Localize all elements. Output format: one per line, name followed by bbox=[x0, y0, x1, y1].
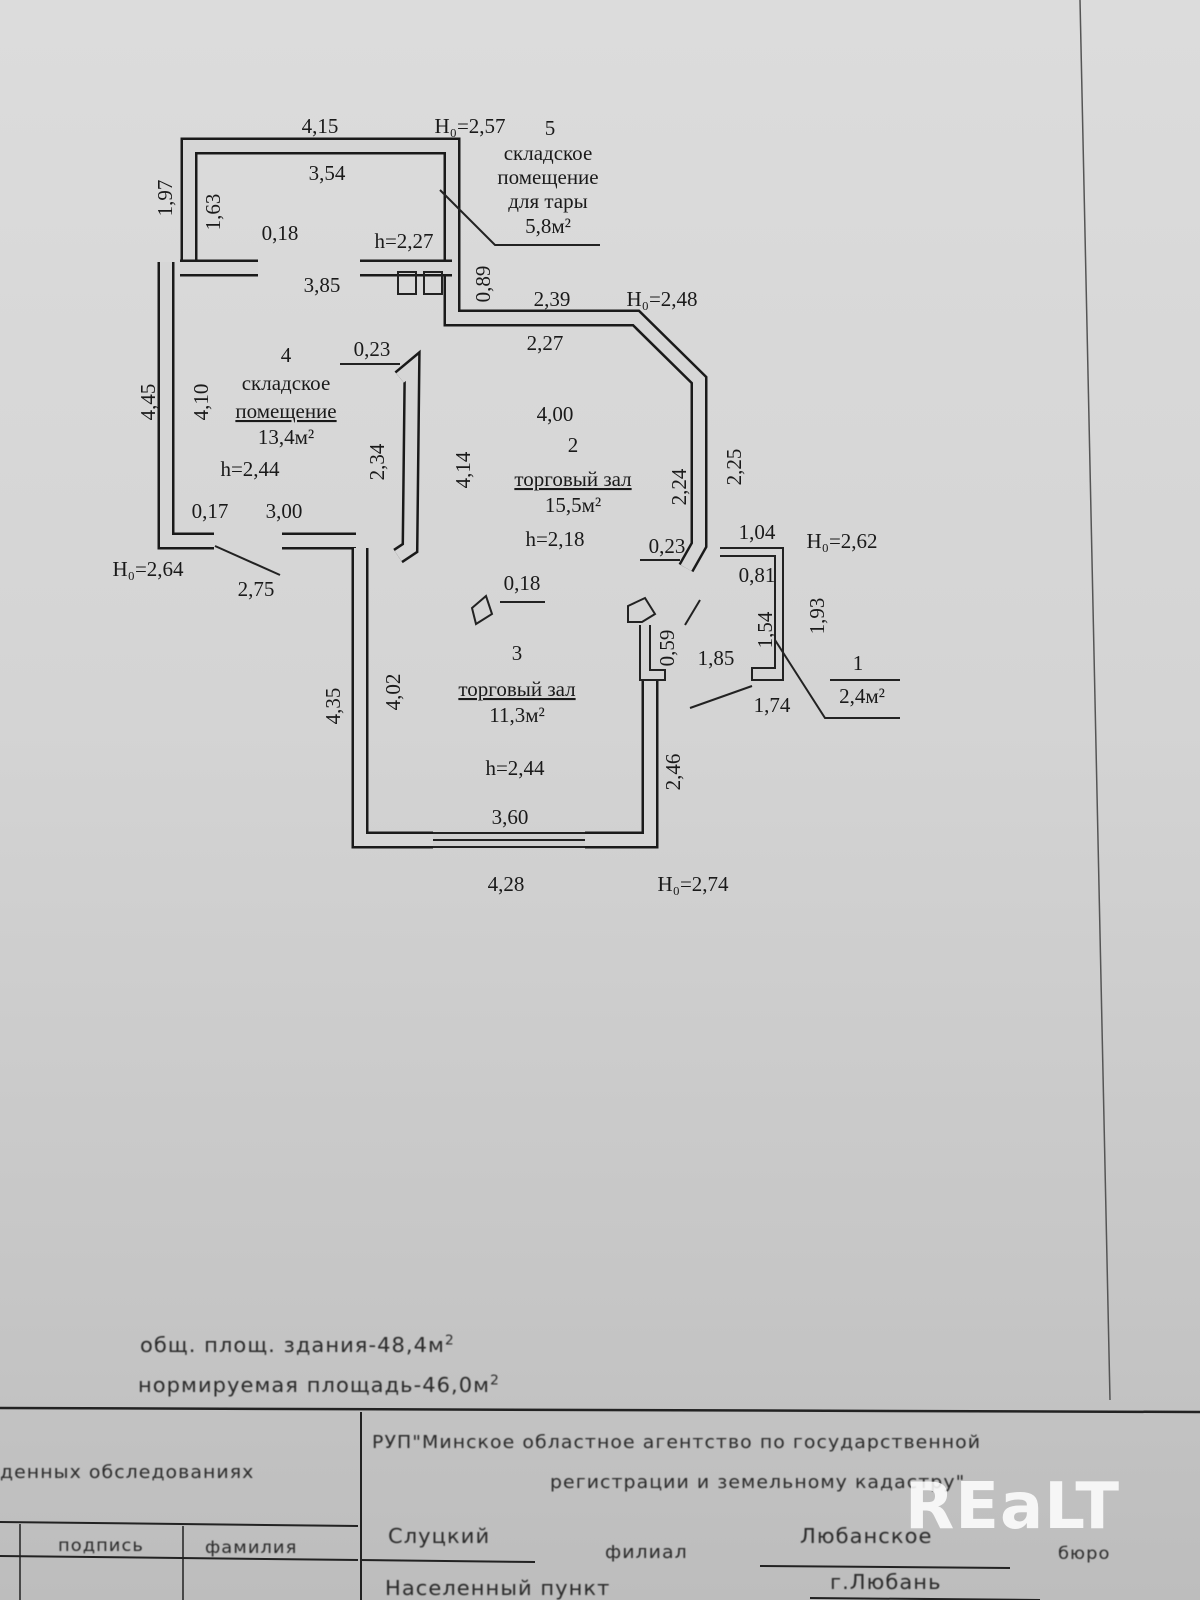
total-area: общ. площ. здания-48,4м2 bbox=[140, 1333, 455, 1357]
dim: 2,46 bbox=[661, 754, 685, 791]
dim: 4,45 bbox=[136, 384, 160, 421]
dim: 1,54 bbox=[753, 611, 777, 648]
bureau-value: Любанское bbox=[800, 1524, 933, 1548]
dim: 3,00 bbox=[266, 499, 303, 523]
room4-name: помещение bbox=[235, 399, 336, 423]
page-edge bbox=[1079, 0, 1111, 1401]
dim: 4,14 bbox=[451, 451, 475, 488]
dim: 0,81 bbox=[739, 563, 776, 587]
dim: 0,18 bbox=[262, 221, 299, 245]
dim: 4,02 bbox=[381, 674, 405, 711]
dim: H₀=2,48 bbox=[626, 287, 697, 311]
realt-watermark: REaLT bbox=[905, 1470, 1121, 1544]
leader-lines bbox=[214, 189, 900, 719]
room5-name: для тары bbox=[508, 189, 587, 213]
settlement-label: Населенный пункт bbox=[385, 1576, 611, 1600]
dim: 0,23 bbox=[649, 534, 686, 558]
dim: H₀=2,74 bbox=[657, 872, 729, 896]
dim: 3,60 bbox=[492, 805, 529, 829]
dim: 1,85 bbox=[698, 646, 735, 670]
room1-area: 2,4м² bbox=[839, 684, 885, 708]
dim: 0,89 bbox=[471, 266, 495, 303]
dim: 4,15 bbox=[302, 114, 339, 138]
title-left-header: денных обследованиях bbox=[0, 1462, 255, 1483]
dim: 4,28 bbox=[488, 872, 525, 896]
col-surname: фамилия bbox=[205, 1538, 298, 1558]
room2-number: 2 bbox=[568, 433, 579, 457]
dim: 1,63 bbox=[201, 194, 225, 231]
room5-name: помещение bbox=[497, 165, 598, 189]
dim: 1,93 bbox=[805, 598, 829, 635]
room5-name: складское bbox=[504, 141, 593, 165]
dim: 2,39 bbox=[534, 287, 571, 311]
org-line-2: регистрации и земельному кадастру" bbox=[550, 1472, 966, 1493]
room1-number: 1 bbox=[853, 651, 864, 675]
labels: 5 складское помещение для тары 5,8м² h=2… bbox=[112, 114, 884, 896]
room5-area: 5,8м² bbox=[525, 214, 571, 238]
branch-value: Слуцкий bbox=[388, 1524, 491, 1548]
dim: 0,18 bbox=[504, 571, 541, 595]
dim: 1,74 bbox=[754, 693, 791, 717]
room5-number: 5 bbox=[545, 116, 556, 140]
room4-name: складское bbox=[242, 371, 331, 395]
dim: 2,34 bbox=[365, 443, 389, 480]
dim: 2,75 bbox=[238, 577, 275, 601]
room2-height: h=2,18 bbox=[525, 527, 584, 551]
dimensions: 4,15 H₀=2,57 3,54 1,97 1,63 0,18 3,85 0,… bbox=[112, 114, 877, 896]
settlement-value: г.Любань bbox=[830, 1570, 942, 1594]
sink-icon bbox=[397, 271, 417, 295]
room5-height: h=2,27 bbox=[374, 229, 433, 253]
dim: 0,17 bbox=[192, 499, 229, 523]
dim: 2,24 bbox=[667, 468, 691, 505]
dim: 2,27 bbox=[527, 331, 564, 355]
room4-area: 13,4м² bbox=[258, 425, 314, 449]
dim: 2,25 bbox=[722, 449, 746, 486]
dim: 4,00 bbox=[537, 402, 574, 426]
room4-height: h=2,44 bbox=[220, 457, 280, 481]
room2-name: торговый зал bbox=[514, 467, 631, 491]
room3-height: h=2,44 bbox=[485, 756, 545, 780]
org-line-1: РУП"Минское областное агентство по госуд… bbox=[372, 1432, 982, 1453]
room4-number: 4 bbox=[281, 343, 292, 367]
sink-icon bbox=[423, 271, 443, 295]
room3-number: 3 bbox=[512, 641, 523, 665]
dim: H₀=2,57 bbox=[434, 114, 505, 138]
room2-area: 15,5м² bbox=[545, 493, 601, 517]
dim: 3,85 bbox=[304, 273, 341, 297]
dim: 3,54 bbox=[309, 161, 346, 185]
dim: 1,97 bbox=[153, 180, 177, 217]
dim: 4,10 bbox=[189, 384, 213, 421]
dim: H₀=2,64 bbox=[112, 557, 184, 581]
dim: H₀=2,62 bbox=[806, 529, 877, 553]
room3-name: торговый зал bbox=[458, 677, 575, 701]
room3-area: 11,3м² bbox=[489, 703, 545, 727]
dim: 4,35 bbox=[321, 688, 345, 725]
branch-label: филиал bbox=[605, 1542, 688, 1563]
normed-area: нормируемая площадь-46,0м2 bbox=[138, 1373, 500, 1397]
dim: 1,04 bbox=[739, 520, 776, 544]
bureau-label: бюро bbox=[1058, 1544, 1111, 1564]
dim: 0,59 bbox=[655, 630, 679, 667]
walls bbox=[157, 137, 784, 849]
dim: 0,23 bbox=[354, 337, 391, 361]
col-signature: подпись bbox=[58, 1536, 144, 1556]
